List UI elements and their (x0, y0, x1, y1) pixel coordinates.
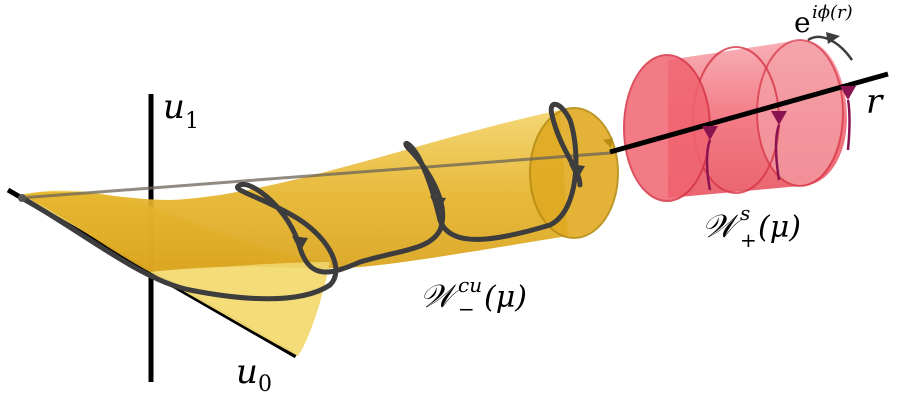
manifold-tube (20, 110, 568, 272)
cu-sub: − (458, 297, 475, 321)
phase-base: e (794, 6, 811, 39)
cu-main: 𝒲 (420, 277, 461, 315)
label-r: r (866, 82, 884, 122)
stable-rotation-strokes (705, 99, 851, 191)
phase-arc-arrowhead (826, 32, 840, 44)
purple-arrow-1 (702, 126, 718, 140)
s-main: 𝒲 (702, 207, 743, 245)
purple-stroke-1 (705, 139, 712, 191)
label-stable: 𝒲 s + (μ) (702, 201, 801, 252)
manifold-underside (150, 262, 330, 356)
helix-arrow-1 (292, 236, 308, 252)
s-arg: (μ) (758, 210, 801, 245)
purple-arrow-2 (771, 111, 787, 125)
helix-arrow-4 (603, 138, 613, 148)
u0-main: u (236, 352, 258, 392)
purple-stroke-3 (846, 99, 851, 151)
s-sub: + (740, 228, 757, 252)
helix-arrow-3 (569, 164, 585, 180)
cu-helix-arrows (292, 138, 613, 252)
purple-stroke-2 (774, 124, 781, 181)
helix-arrow-2 (430, 196, 446, 212)
purple-arrow-3 (840, 86, 856, 100)
label-u0: u 0 (236, 352, 272, 394)
cu-helix-path (19, 101, 583, 302)
s-sup: s (740, 201, 750, 225)
stable-manifold (623, 39, 847, 202)
cu-helix (19, 101, 583, 302)
u1-sub: 1 (185, 109, 199, 134)
central-axis-inner (19, 151, 611, 200)
u0-sub: 0 (258, 372, 272, 394)
stable-rotation-arrows (702, 86, 856, 140)
cu-arg: (μ) (484, 280, 527, 315)
label-phase: e iϕ(r) (794, 2, 853, 39)
r-label: r (866, 82, 884, 122)
phase-exp: iϕ(r) (812, 2, 853, 23)
label-u1: u 1 (163, 87, 199, 134)
manifold-origin-dot (18, 194, 26, 202)
u1-main: u (163, 87, 185, 127)
cu-sup: cu (458, 273, 482, 297)
label-center-unstable: 𝒲 cu − (μ) (420, 273, 527, 321)
